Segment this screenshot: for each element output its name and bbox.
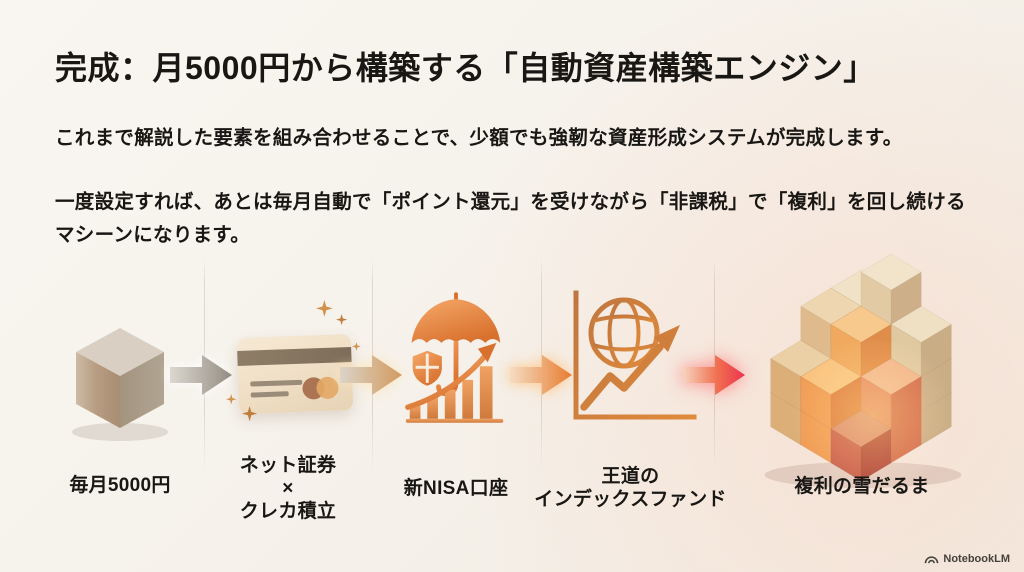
notebooklm-label: NotebookLM xyxy=(943,552,1010,565)
detail-line-2: マシーンになります。 xyxy=(55,224,251,247)
flow-arrow-1-icon xyxy=(170,355,232,395)
sparkles-icon xyxy=(226,300,361,422)
block-pyramid-icon xyxy=(764,253,962,488)
flow-arrow-4-icon xyxy=(683,355,745,395)
column-divider xyxy=(541,258,542,472)
block-pyramid-cubes xyxy=(770,253,952,482)
detail-line-1: 一度設定すれば、あとは毎月自動で「ポイント還元」を受けながら「非課税」で「複利」… xyxy=(55,191,966,213)
intro-paragraph: これまで解説した要素を組み合わせることで、少額でも強靭な資産形成システムが完成し… xyxy=(55,127,903,149)
flow-arrow-3-icon xyxy=(510,355,572,395)
step-label-compound-snowball: 複利の雪だるま xyxy=(794,476,930,497)
step-label-index-fund: 王道の インデックスファンド xyxy=(534,466,727,511)
step-label-monthly-5000yen: 毎月5000円 xyxy=(69,475,171,496)
step-label-new-nisa-account: 新NISA口座 xyxy=(403,478,509,499)
credit-card-icon xyxy=(224,298,374,428)
step-label-net-broker-credit-card: ネット証券 × クレカ積立 xyxy=(239,455,337,523)
notebooklm-logo-icon xyxy=(925,556,939,564)
wooden-cube-icon xyxy=(72,328,168,441)
globe-growth-chart-icon xyxy=(573,290,697,420)
column-divider xyxy=(714,258,715,472)
detail-paragraph: 一度設定すれば、あとは毎月自動で「ポイント還元」を受けながら「非課税」で「複利」… xyxy=(55,186,1000,252)
page-title: 完成：月5000円から構築する「自動資産構築エンジン」 xyxy=(55,50,876,86)
notebooklm-branding: NotebookLM xyxy=(924,552,1010,565)
flow-arrow-2-icon xyxy=(340,355,402,395)
umbrella-shield-chart-icon xyxy=(405,292,504,423)
